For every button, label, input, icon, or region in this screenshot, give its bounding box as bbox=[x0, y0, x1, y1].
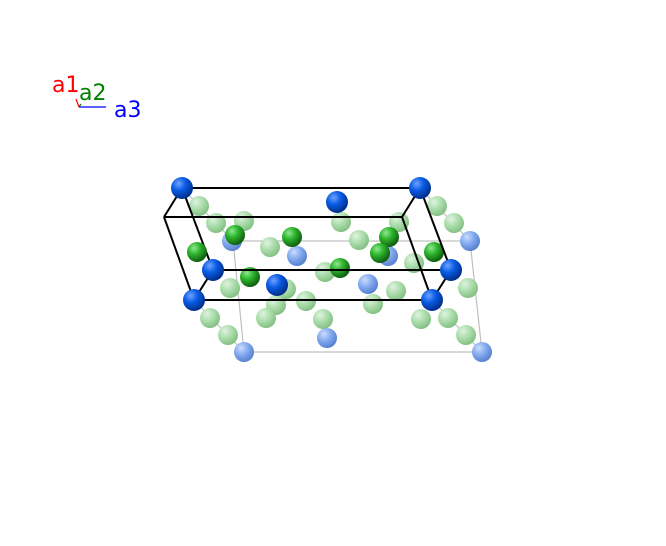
ghost-blue-atom bbox=[287, 246, 307, 266]
ghost-green-atom bbox=[363, 294, 383, 314]
ghost-green-atom bbox=[218, 325, 238, 345]
green-atom bbox=[370, 243, 390, 263]
green-atom bbox=[424, 242, 444, 262]
ghost-green-atom bbox=[260, 237, 280, 257]
ghost-green-atom bbox=[349, 230, 369, 250]
ghost-blue-atom bbox=[460, 231, 480, 251]
ghost-green-atom bbox=[438, 308, 458, 328]
ghost-blue-atom bbox=[472, 342, 492, 362]
blue-atom bbox=[440, 259, 462, 281]
green-atom bbox=[330, 258, 350, 278]
ghost-green-atom bbox=[189, 196, 209, 216]
axis-label-a1: a1 bbox=[52, 73, 80, 98]
ghost-green-atom bbox=[458, 278, 478, 298]
ghost-green-atom bbox=[313, 309, 333, 329]
ghost-green-atom bbox=[331, 212, 351, 232]
blue-atom bbox=[326, 191, 348, 213]
ghost-green-atom bbox=[456, 325, 476, 345]
ghost-green-atom bbox=[256, 308, 276, 328]
blue-atom bbox=[183, 289, 205, 311]
green-atom bbox=[240, 267, 260, 287]
ghost-green-atom bbox=[200, 308, 220, 328]
blue-atom bbox=[409, 177, 431, 199]
blue-atom bbox=[171, 177, 193, 199]
blue-atom bbox=[421, 289, 443, 311]
ghost-green-atom bbox=[404, 253, 424, 273]
ghost-green-atom bbox=[315, 262, 335, 282]
green-atom bbox=[379, 227, 399, 247]
axis-label-a3: a3 bbox=[114, 98, 142, 123]
blue-atom bbox=[202, 259, 224, 281]
ghost-blue-atom bbox=[317, 328, 337, 348]
ghost-blue-atom bbox=[234, 342, 254, 362]
green-atom bbox=[225, 225, 245, 245]
green-atom bbox=[282, 227, 302, 247]
ghost-green-atom bbox=[444, 213, 464, 233]
ghost-green-atom bbox=[220, 278, 240, 298]
unit-cell-atoms bbox=[187, 191, 444, 296]
green-atom bbox=[187, 242, 207, 262]
ghost-green-atom bbox=[411, 309, 431, 329]
ghost-green-atom bbox=[427, 196, 447, 216]
axis-label-a2: a2 bbox=[79, 81, 107, 106]
a1-axis-line bbox=[75, 98, 80, 108]
axis-indicator bbox=[75, 98, 106, 108]
ghost-green-atom bbox=[386, 281, 406, 301]
ghost-blue-atom bbox=[358, 274, 378, 294]
blue-atom bbox=[266, 274, 288, 296]
corner-atoms bbox=[171, 177, 462, 311]
